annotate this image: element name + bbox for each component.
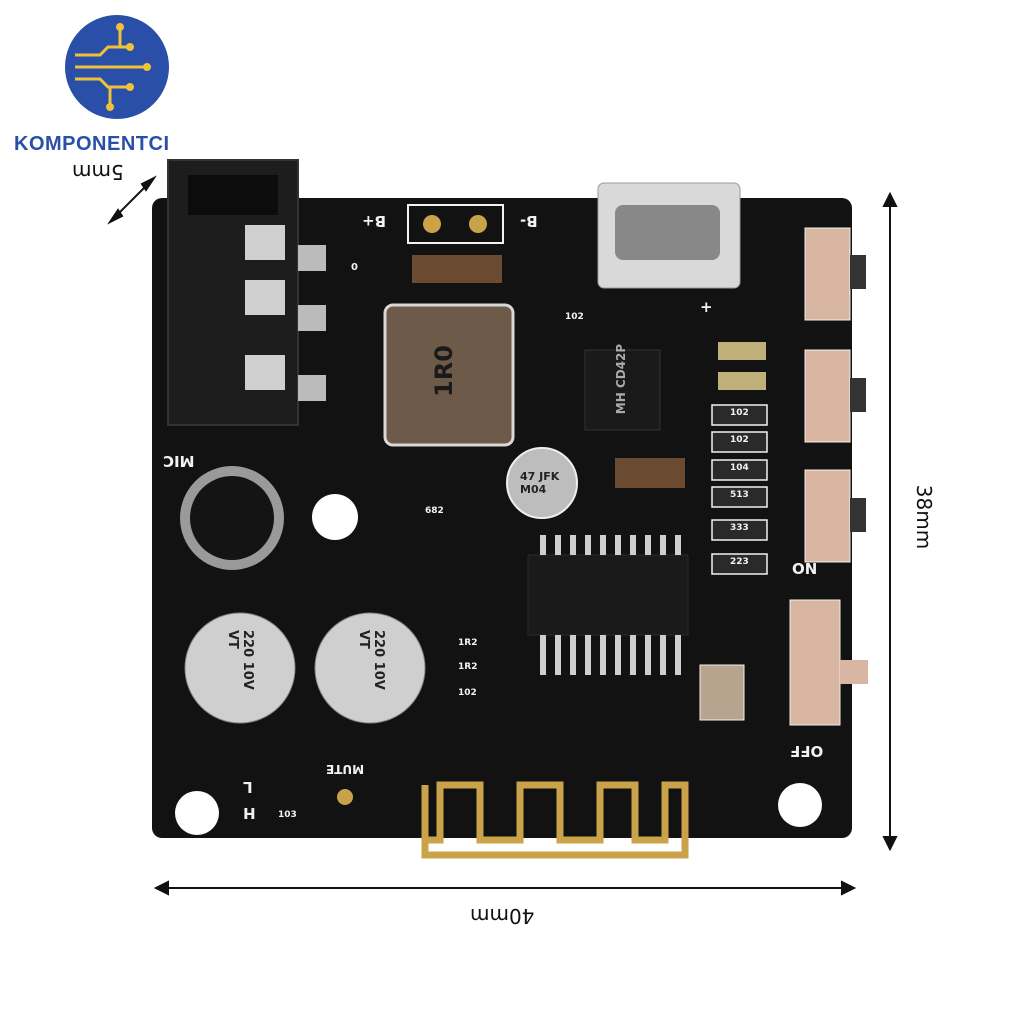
h-label: H — [243, 804, 256, 822]
resistor-code: 102 — [730, 408, 749, 418]
mic-label: MIC — [163, 452, 195, 470]
on-label: ON — [792, 560, 818, 578]
resistor-code: 1R2 — [458, 638, 478, 648]
small-cap-marking: 47 JFK M04 — [520, 470, 560, 496]
l-label: L — [243, 778, 253, 796]
depth-dimension-label: 5mm — [72, 160, 124, 184]
bluetooth-audio-board — [152, 159, 868, 859]
resistor-code: 102 — [565, 312, 584, 322]
inductor-marking: 1R0 — [429, 345, 458, 397]
resistor-code: 333 — [730, 523, 749, 533]
large-cap-1-marking: 220 10V VT — [225, 630, 255, 690]
height-dimension-label: 38mm — [912, 484, 937, 550]
plus-sign-label: + — [700, 298, 713, 316]
b-minus-label: B- — [520, 212, 538, 230]
brand-name: KOMPONENTCI — [14, 133, 170, 155]
mute-label: MUTE — [326, 762, 365, 776]
resistor-code: 103 — [278, 810, 297, 820]
large-cap-2-marking: 220 10V VT — [356, 630, 386, 690]
off-label: OFF — [790, 742, 824, 760]
resistor-code: 102 — [458, 688, 477, 698]
resistor-code: 513 — [730, 490, 749, 500]
width-dimension-label: 40mm — [470, 904, 535, 928]
chip-marking: MH CD42P — [614, 343, 629, 415]
dimension-arrows — [107, 175, 898, 896]
b-plus-label: B+ — [362, 212, 387, 230]
pcb-antenna — [421, 781, 689, 859]
resistor-code: 0 — [351, 262, 358, 273]
resistor-code: 682 — [425, 506, 444, 516]
resistor-code: 1R2 — [458, 662, 478, 672]
resistor-code: 102 — [730, 435, 749, 445]
resistor-code: 104 — [730, 463, 749, 473]
resistor-code: 223 — [730, 557, 749, 567]
brand-logo — [65, 15, 169, 119]
